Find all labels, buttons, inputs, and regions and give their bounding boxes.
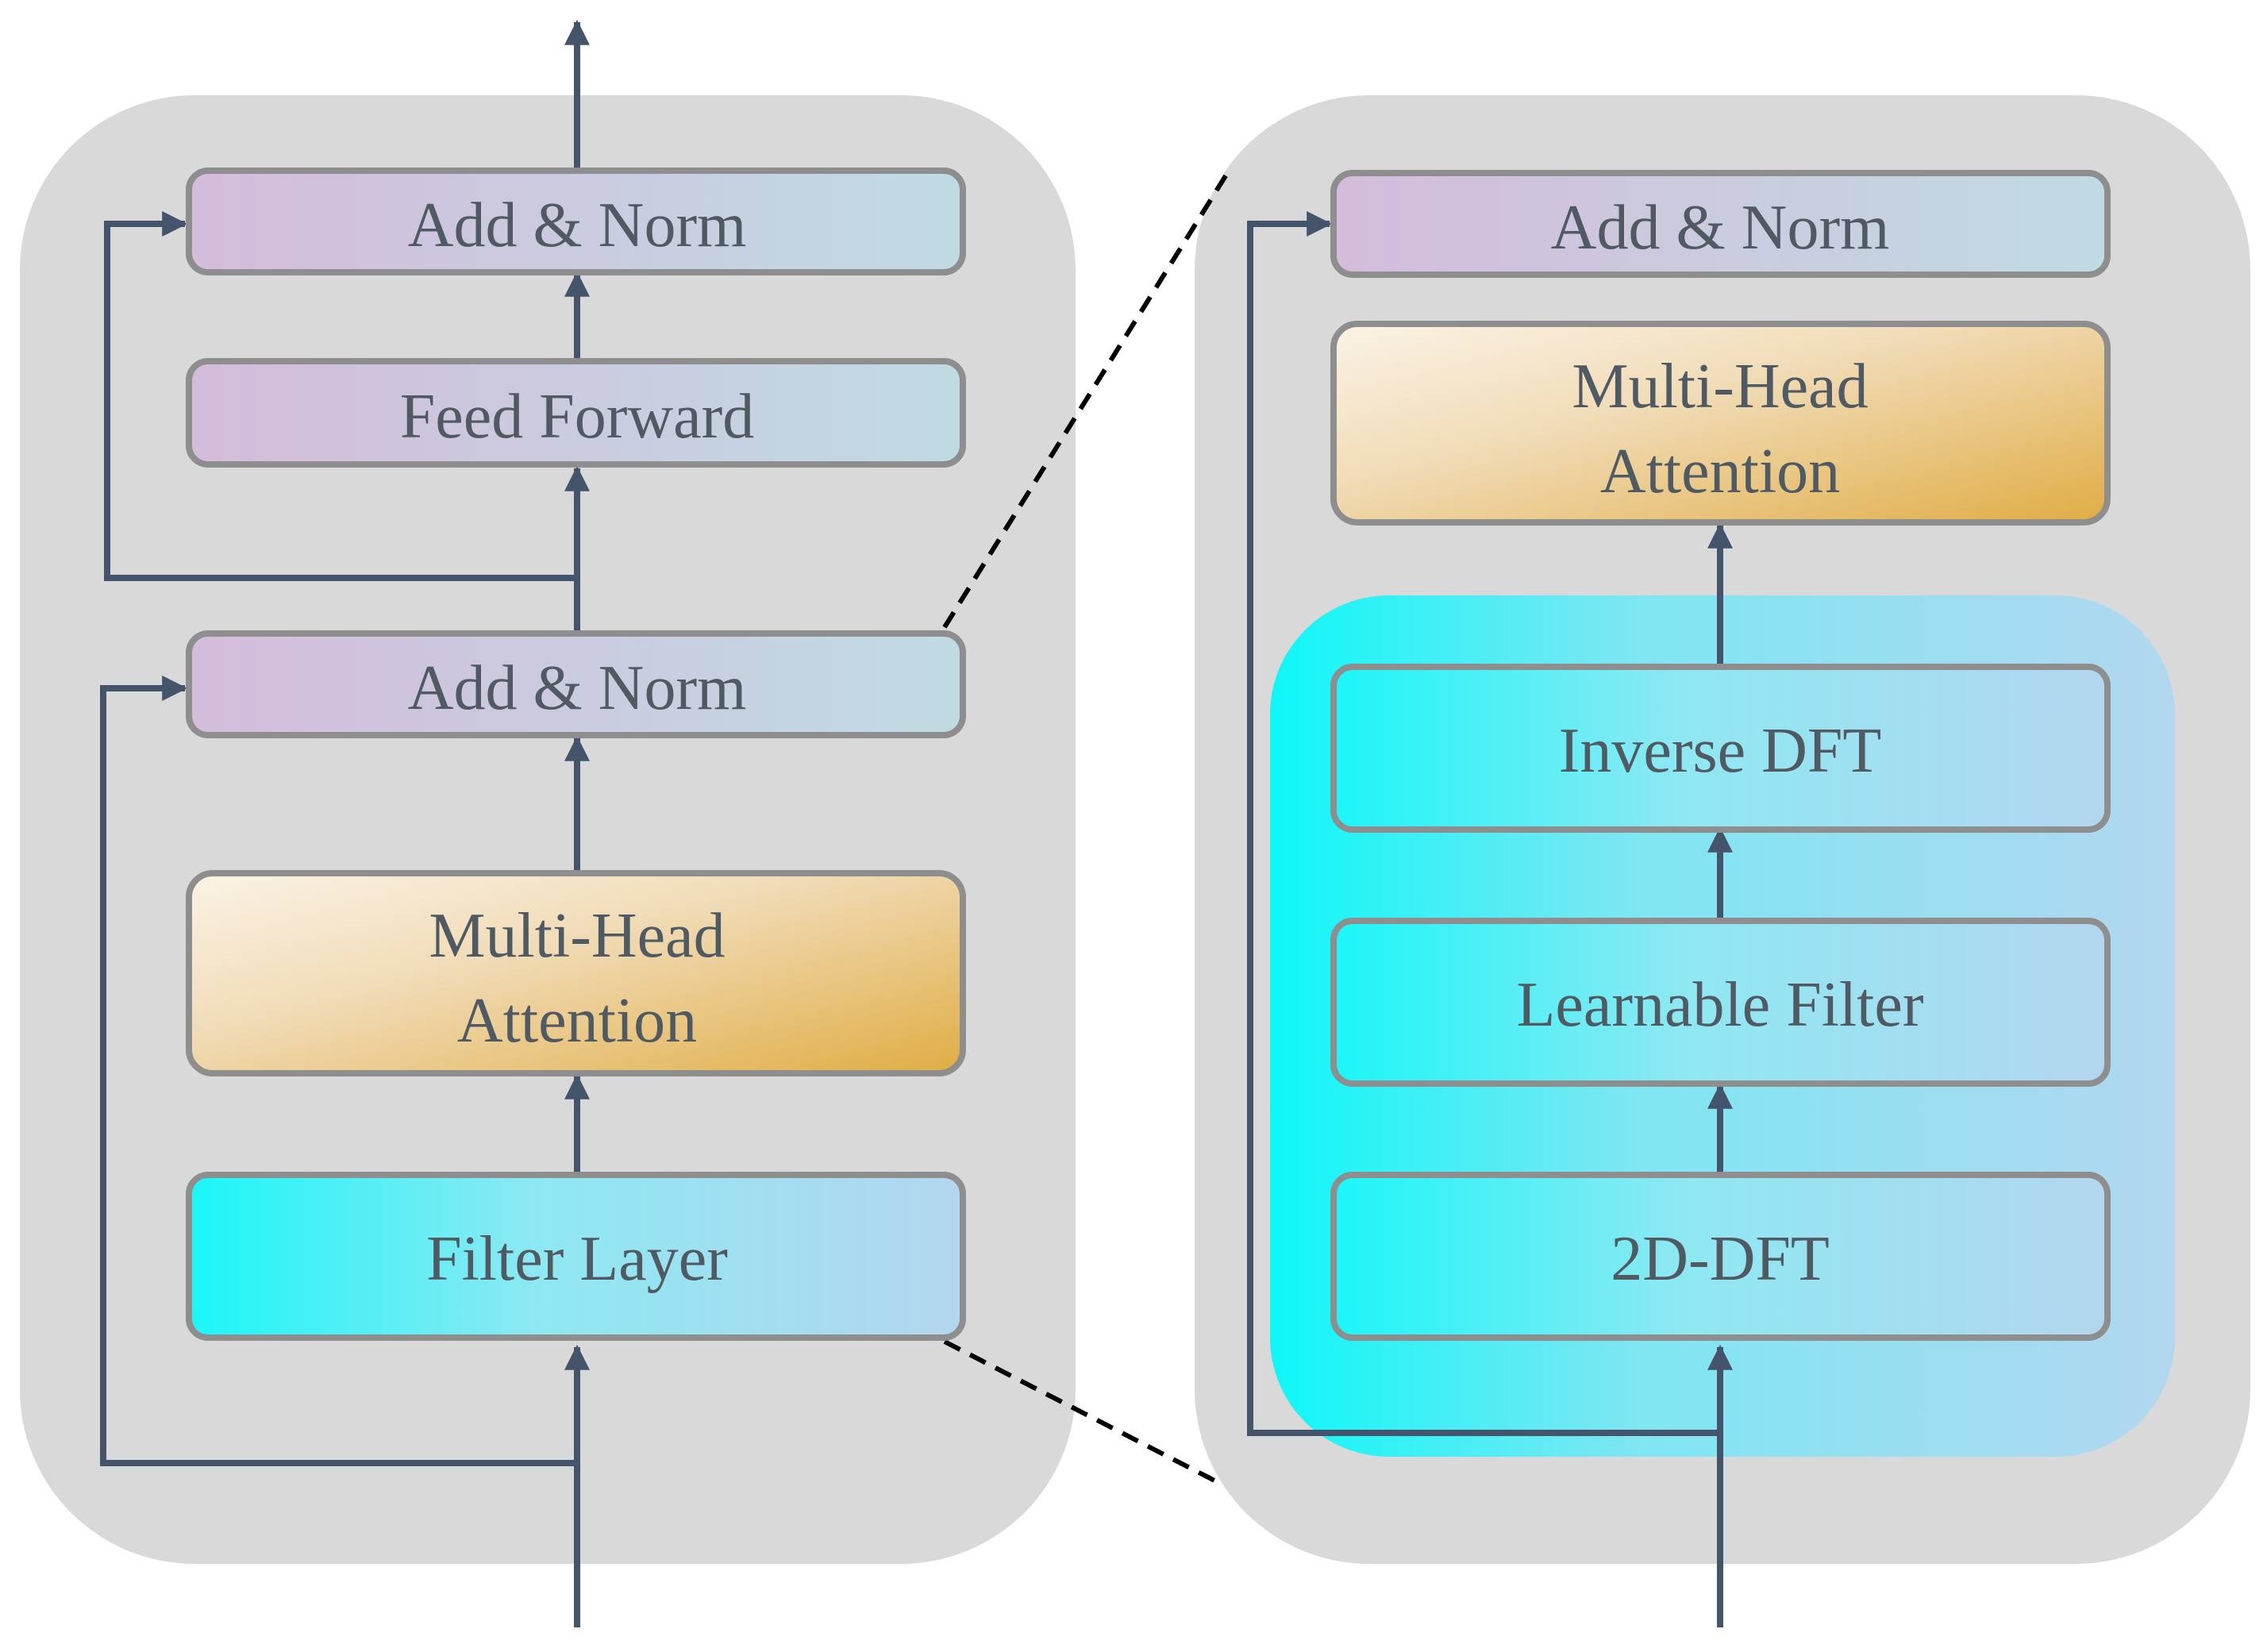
right-inverse-dft-box: Inverse DFT (1330, 664, 2111, 833)
left-filter-layer-label: Filter Layer (426, 1224, 728, 1294)
right-residual-arrow (1247, 211, 1720, 1436)
left-add-norm-bottom-box: Add & Norm (186, 630, 966, 738)
left-residual-arrow-1 (100, 676, 577, 1466)
right-2d-dft-box: 2D-DFT (1330, 1172, 2111, 1341)
right-add-norm-label: Add & Norm (1551, 193, 1890, 263)
zoom-connector-bottom (943, 1339, 1216, 1483)
right-2d-dft-label: 2D-DFT (1611, 1224, 1830, 1294)
zoom-connector-top (942, 173, 1229, 629)
right-add-norm-box: Add & Norm (1330, 170, 2111, 278)
right-attention-label-line1: Multi-Head (1572, 352, 1868, 422)
left-feed-forward-box: Feed Forward (186, 358, 966, 468)
left-attention-label-line1: Multi-Head (429, 901, 725, 971)
left-attention-label-line2: Attention (457, 986, 697, 1056)
left-residual-arrow-2 (104, 211, 577, 581)
left-add-norm-top-label: Add & Norm (408, 191, 747, 260)
left-panel (20, 95, 1076, 1564)
right-inverse-dft-label: Inverse DFT (1559, 716, 1882, 786)
left-feed-forward-label: Feed Forward (400, 382, 755, 452)
left-attention-box: Multi-Head Attention (186, 870, 966, 1076)
right-attention-box: Multi-Head Attention (1330, 321, 2111, 526)
right-attention-label-line2: Attention (1600, 437, 1840, 506)
right-learnable-filter-box: Learnable Filter (1330, 918, 2111, 1087)
left-filter-layer-box: Filter Layer (186, 1172, 966, 1341)
left-add-norm-bottom-label: Add & Norm (408, 653, 747, 723)
left-add-norm-top-box: Add & Norm (186, 168, 966, 275)
right-learnable-filter-label: Learnable Filter (1516, 970, 1923, 1040)
